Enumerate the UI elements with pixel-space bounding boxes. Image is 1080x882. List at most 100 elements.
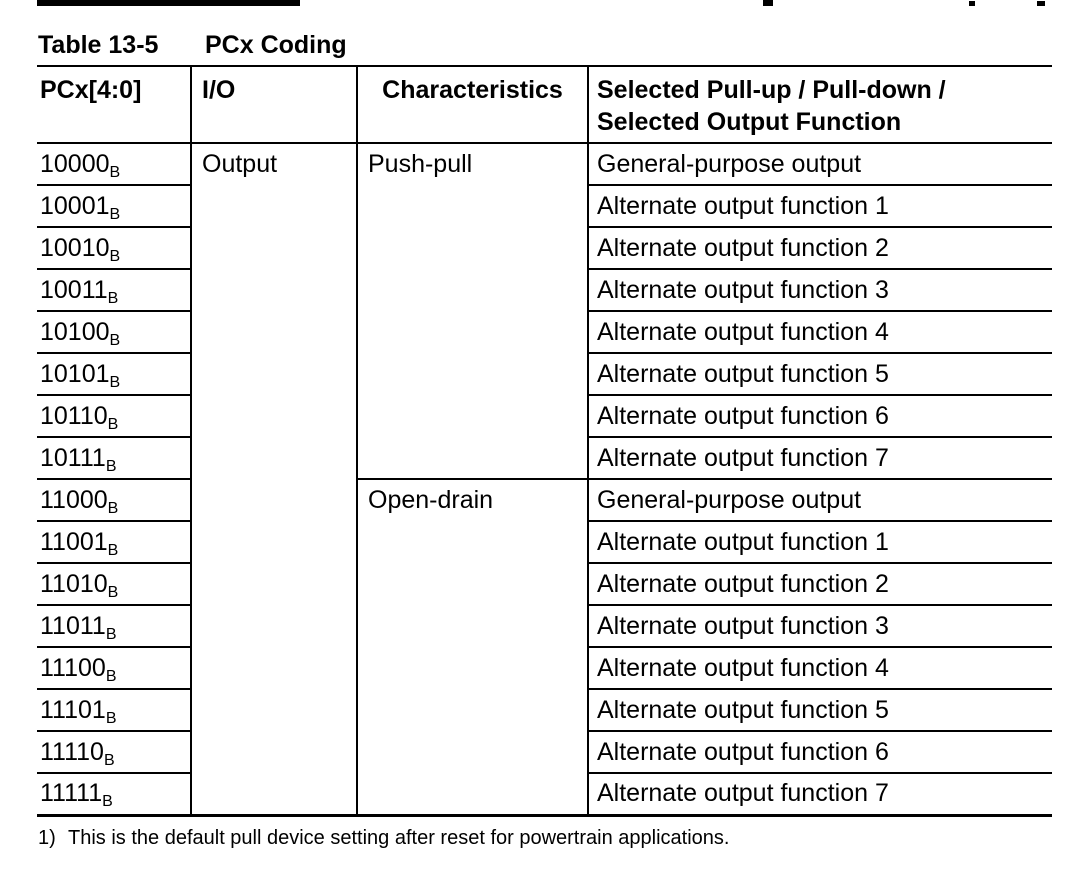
function-cell: General-purpose output	[588, 143, 1052, 186]
characteristics-cell: Open-drain	[357, 479, 589, 815]
pcx-code: 11101	[40, 695, 106, 724]
table-header-row: PCx[4:0] I/O Characteristics Selected Pu…	[37, 66, 1052, 144]
pcx-code-cell: 10011B	[37, 269, 192, 312]
column-header-selected-function: Selected Pull-up / Pull-down / Selected …	[588, 66, 1052, 144]
cropped-text-fragment	[37, 0, 300, 6]
binary-subscript: B	[107, 499, 119, 517]
footnote-text: This is the default pull device setting …	[68, 827, 730, 849]
pcx-code-cell: 10100B	[37, 311, 192, 354]
pcx-code: 11100	[40, 653, 106, 682]
function-cell: Alternate output function 6	[588, 731, 1052, 774]
binary-subscript: B	[105, 625, 117, 643]
cropped-text-fragment	[763, 0, 773, 6]
pcx-code: 11111	[40, 779, 103, 808]
function-cell: Alternate output function 4	[588, 647, 1052, 690]
pcx-code-cell: 10101B	[37, 353, 192, 396]
characteristics-cell: Push-pull	[357, 143, 589, 480]
table-row: 10011B Alternate output function 3	[37, 269, 1052, 312]
pcx-code: 10111	[40, 443, 106, 472]
binary-subscript: B	[105, 709, 117, 727]
function-cell: Alternate output function 4	[588, 311, 1052, 354]
binary-subscript: B	[109, 205, 121, 223]
table-row: 10111B Alternate output function 7	[37, 437, 1052, 480]
function-cell: Alternate output function 2	[588, 227, 1052, 270]
column-header-selected-line2: Selected Output Function	[597, 108, 902, 136]
table-row: 11111B Alternate output function 7	[37, 773, 1052, 816]
footnote-marker: 1)	[38, 827, 56, 849]
pcx-code-cell: 10110B	[37, 395, 192, 438]
function-cell: Alternate output function 5	[588, 353, 1052, 396]
pcx-code-cell: 10010B	[37, 227, 192, 270]
function-cell: Alternate output function 3	[588, 269, 1052, 312]
pcx-code: 10101	[40, 359, 110, 388]
binary-subscript: B	[109, 373, 121, 391]
table-row: 10101B Alternate output function 5	[37, 353, 1052, 396]
pcx-code: 11000	[40, 485, 108, 514]
binary-subscript: B	[107, 415, 119, 433]
pcx-code-cell: 11001B	[37, 521, 192, 564]
function-cell: Alternate output function 7	[588, 773, 1052, 816]
pcx-code: 11011	[40, 611, 106, 640]
pcx-code-cell: 10001B	[37, 185, 192, 228]
table-row: 11000B Open-drain General-purpose output	[37, 479, 1052, 815]
footnote: 1) This is the default pull device setti…	[38, 827, 729, 850]
pcx-code-cell: 11111B	[37, 773, 192, 816]
pcx-code: 10110	[40, 401, 108, 430]
binary-subscript: B	[102, 793, 113, 811]
function-cell: General-purpose output	[588, 479, 1052, 522]
binary-subscript: B	[103, 751, 115, 769]
pcx-code: 11010	[40, 569, 108, 598]
pcx-code-cell: 11110B	[37, 731, 192, 774]
pcx-code: 10010	[40, 233, 110, 262]
column-header-characteristics: Characteristics	[357, 66, 589, 144]
function-cell: Alternate output function 5	[588, 689, 1052, 732]
binary-subscript: B	[109, 163, 121, 181]
cropped-text-fragment	[1037, 1, 1045, 6]
io-cell: Output	[191, 143, 358, 815]
binary-subscript: B	[107, 541, 119, 559]
pcx-code: 10000	[40, 149, 110, 178]
pcx-code-cell: 11010B	[37, 563, 192, 606]
table-row: 11011B Alternate output function 3	[37, 605, 1052, 648]
pcx-code: 10001	[40, 191, 110, 220]
function-cell: Alternate output function 1	[588, 521, 1052, 564]
column-header-selected-line1: Selected Pull-up / Pull-down /	[597, 76, 946, 104]
pcx-code-cell: 11101B	[37, 689, 192, 732]
binary-subscript: B	[105, 457, 117, 475]
table-row: 11010B Alternate output function 2	[37, 563, 1052, 606]
binary-subscript: B	[107, 583, 119, 601]
function-cell: Alternate output function 2	[588, 563, 1052, 606]
table-row: 10001B Alternate output function 1	[37, 185, 1052, 228]
column-header-io: I/O	[191, 66, 358, 144]
binary-subscript: B	[109, 247, 121, 265]
pcx-coding-table: PCx[4:0] I/O Characteristics Selected Pu…	[37, 65, 1052, 817]
table-row: 10110B Alternate output function 6	[37, 395, 1052, 438]
table-row: 11101B Alternate output function 5	[37, 689, 1052, 732]
pcx-code-cell: 10000B	[37, 143, 192, 186]
table-row: 11100B Alternate output function 4	[37, 647, 1052, 690]
table-row: 10010B Alternate output function 2	[37, 227, 1052, 270]
binary-subscript: B	[109, 331, 121, 349]
pcx-code: 10011	[40, 275, 108, 304]
binary-subscript: B	[105, 667, 117, 685]
table-row: 11110B Alternate output function 6	[37, 731, 1052, 774]
table-caption-title: PCx Coding	[205, 31, 347, 59]
pcx-code-cell: 11011B	[37, 605, 192, 648]
column-header-pcx: PCx[4:0]	[37, 66, 192, 144]
table-row: 10000B Output Push-pull General-purpose …	[37, 143, 1052, 815]
function-cell: Alternate output function 1	[588, 185, 1052, 228]
pcx-code: 10100	[40, 317, 110, 346]
pcx-code: 11110	[40, 737, 104, 766]
table-caption-label: Table 13-5	[38, 31, 159, 59]
pcx-code-cell: 10111B	[37, 437, 192, 480]
function-cell: Alternate output function 6	[588, 395, 1052, 438]
function-cell: Alternate output function 7	[588, 437, 1052, 480]
binary-subscript: B	[107, 289, 119, 307]
pcx-code-cell: 11100B	[37, 647, 192, 690]
table-row: 11001B Alternate output function 1	[37, 521, 1052, 564]
table-caption: Table 13-5 PCx Coding	[38, 31, 347, 60]
function-cell: Alternate output function 3	[588, 605, 1052, 648]
pcx-code: 11001	[40, 527, 108, 556]
cropped-text-fragment	[969, 1, 975, 6]
pcx-code-cell: 11000B	[37, 479, 192, 522]
